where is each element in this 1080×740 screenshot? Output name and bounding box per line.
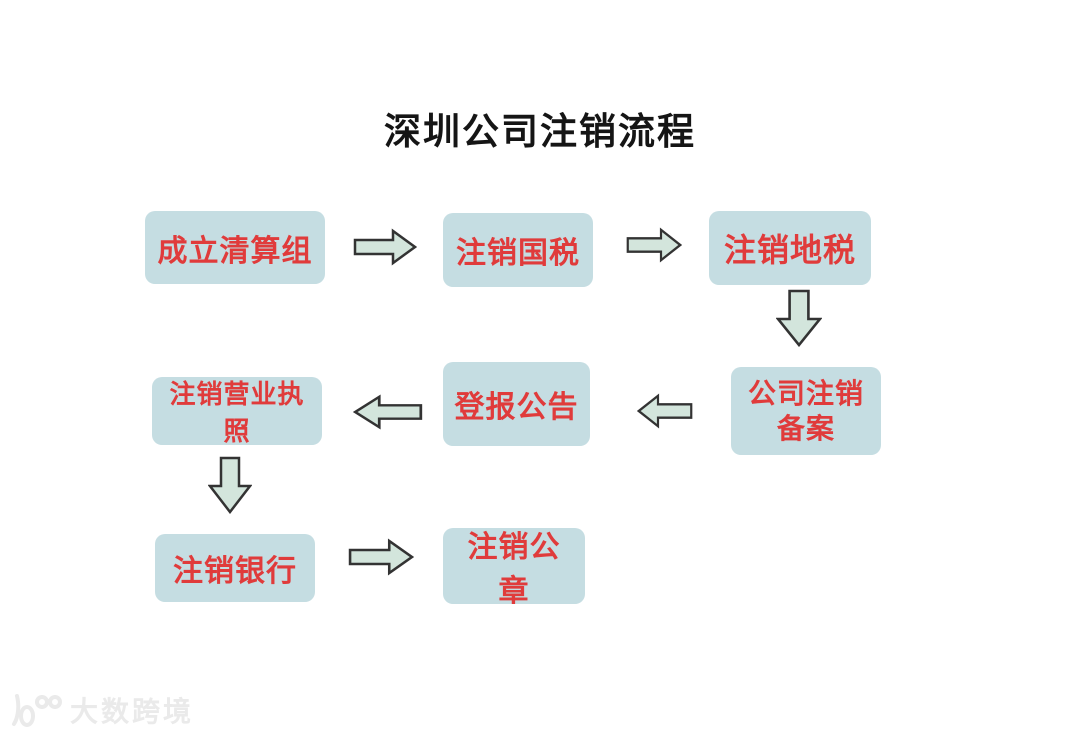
node-cancel-official-seal: 注销公章: [443, 528, 585, 608]
brand-logo-icon: [12, 694, 62, 727]
page-title: 深圳公司注销流程: [384, 112, 696, 153]
arrow-down-icon: [208, 456, 252, 514]
node-liquidation-group: 成立清算组: [145, 211, 325, 284]
node-label: 注销营业执照: [169, 379, 305, 446]
watermark-text: 大数跨境: [70, 696, 195, 727]
node-cancel-business-license: 注销营业执照: [152, 377, 322, 446]
node-cancel-national-tax: 注销国税: [443, 213, 593, 287]
node-label: 注销银行: [173, 555, 297, 588]
node-label: 注销公章: [467, 531, 561, 608]
node-cancel-bank-account: 注销银行: [155, 534, 315, 602]
watermark: 大数跨境: [10, 690, 194, 730]
node-cancel-local-tax: 注销地税: [709, 211, 871, 285]
node-label: 注销国税: [456, 237, 580, 270]
node-label: 注销地税: [723, 232, 856, 268]
node-label: 成立清算组: [157, 234, 313, 268]
arrow-left-icon: [353, 394, 423, 430]
node-company-cancellation-filing: 公司注销备案: [731, 367, 881, 455]
arrow-right-icon: [348, 538, 414, 576]
node-label: 登报公告: [454, 391, 579, 424]
arrow-right-icon: [353, 228, 417, 266]
node-label: 公司注销备案: [747, 378, 864, 444]
arrow-right-icon: [626, 227, 682, 263]
arrow-down-icon: [776, 289, 822, 347]
node-newspaper-announcement: 登报公告: [443, 362, 590, 446]
arrow-left-icon: [637, 393, 693, 429]
